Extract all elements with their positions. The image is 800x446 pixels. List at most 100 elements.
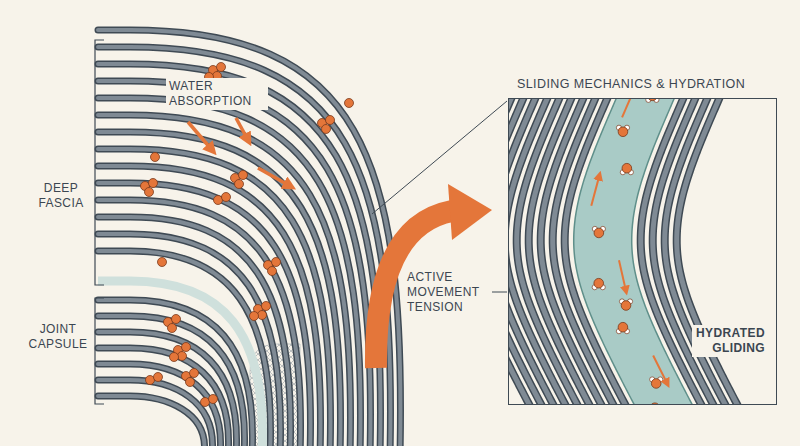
fiber (509, 99, 540, 404)
fiber (98, 234, 281, 446)
fiber (98, 200, 301, 446)
layer-label: DEEP FASCIA (30, 181, 92, 211)
oxygen (618, 127, 628, 137)
molecule (272, 258, 281, 267)
fiber (98, 47, 390, 446)
fiber (98, 396, 205, 446)
glide-arrow (591, 176, 599, 206)
fiber (98, 183, 311, 446)
fiber (98, 300, 253, 446)
fiber (98, 166, 321, 446)
water-molecule (620, 163, 633, 174)
molecule (222, 193, 231, 202)
molecule (345, 99, 354, 108)
fiber-edge (98, 234, 281, 446)
fiber-edge (98, 115, 351, 446)
oxygen (621, 301, 631, 311)
movement-arrowhead (448, 184, 492, 240)
oxygen (650, 403, 660, 404)
molecule (322, 125, 331, 134)
bracket (95, 298, 104, 404)
fiber-edge (98, 348, 229, 446)
fiber-edge (98, 217, 291, 446)
water-molecules (141, 179, 158, 197)
fiber-edge (509, 99, 552, 404)
molecule (154, 373, 163, 382)
molecule (172, 315, 181, 324)
fiber (98, 30, 400, 446)
water-molecule (616, 125, 629, 136)
fiber-edge (98, 380, 213, 446)
process-label: WATER ABSORPTION (166, 78, 268, 110)
fiber (98, 217, 291, 446)
fiber-edge (98, 81, 371, 446)
fluid-edge (574, 99, 645, 404)
fiber-edge (98, 300, 253, 446)
water-molecule (592, 226, 605, 237)
fiber-edge (98, 183, 311, 446)
water-molecule (648, 403, 661, 404)
water-molecule (616, 322, 629, 333)
molecule (250, 312, 259, 321)
fiber-edge (98, 316, 245, 446)
fiber-edge (98, 200, 301, 446)
molecule (151, 153, 160, 162)
fiber (98, 115, 351, 446)
oxygen (594, 278, 604, 288)
water-molecules (151, 153, 160, 162)
absorption-arrow (236, 118, 248, 140)
inset-illustration (509, 99, 776, 404)
water-molecule (619, 299, 632, 310)
fiber (98, 132, 341, 446)
layer-label: JOINT CAPSULE (24, 322, 92, 352)
bracket (95, 40, 104, 285)
fiber-edge (98, 47, 390, 446)
fiber (98, 64, 380, 446)
molecule (178, 352, 187, 361)
water-molecules (264, 258, 281, 276)
fiber-edge (509, 99, 540, 404)
fiber-edge (98, 332, 237, 446)
fiber (98, 380, 213, 446)
molecule (186, 378, 195, 387)
leader-line (372, 101, 507, 214)
fiber-edge (677, 99, 748, 404)
panel-label: HYDRATED GLIDING (692, 325, 768, 357)
fiber (98, 81, 371, 446)
molecule (145, 188, 154, 197)
fiber (509, 99, 552, 404)
fiber-edge (98, 251, 271, 446)
water-molecules (345, 99, 354, 108)
oxygen (648, 99, 658, 101)
oxygen (618, 322, 628, 332)
water-molecules (164, 315, 181, 333)
fiber (98, 348, 229, 446)
molecule (158, 258, 167, 267)
fluid-edge (632, 99, 703, 404)
glide-arrow (653, 356, 667, 384)
fiber-edge (98, 149, 331, 446)
fluid-layer (574, 99, 703, 404)
water-molecule (592, 278, 605, 289)
water-molecules (146, 373, 163, 385)
fiber-edge (98, 30, 400, 446)
molecule (268, 267, 277, 276)
inset-panel: SLIDING MECHANICS & HYDRATIONHYDRATED GL… (508, 98, 777, 405)
fiber-edge (98, 132, 341, 446)
molecule (217, 63, 226, 72)
fiber (98, 251, 271, 446)
fiber-edge (98, 98, 361, 446)
fiber (98, 364, 221, 446)
molecule (326, 116, 335, 125)
water-molecules (170, 343, 191, 362)
tissue-layer (98, 281, 263, 446)
molecule (170, 353, 179, 362)
water-molecule (650, 377, 663, 388)
molecule (258, 311, 267, 320)
absorption-arrow (258, 168, 290, 186)
fiber-edge (98, 64, 380, 446)
fiber-bundle (95, 30, 400, 446)
fiber (98, 149, 331, 446)
fiber-edge (98, 166, 321, 446)
